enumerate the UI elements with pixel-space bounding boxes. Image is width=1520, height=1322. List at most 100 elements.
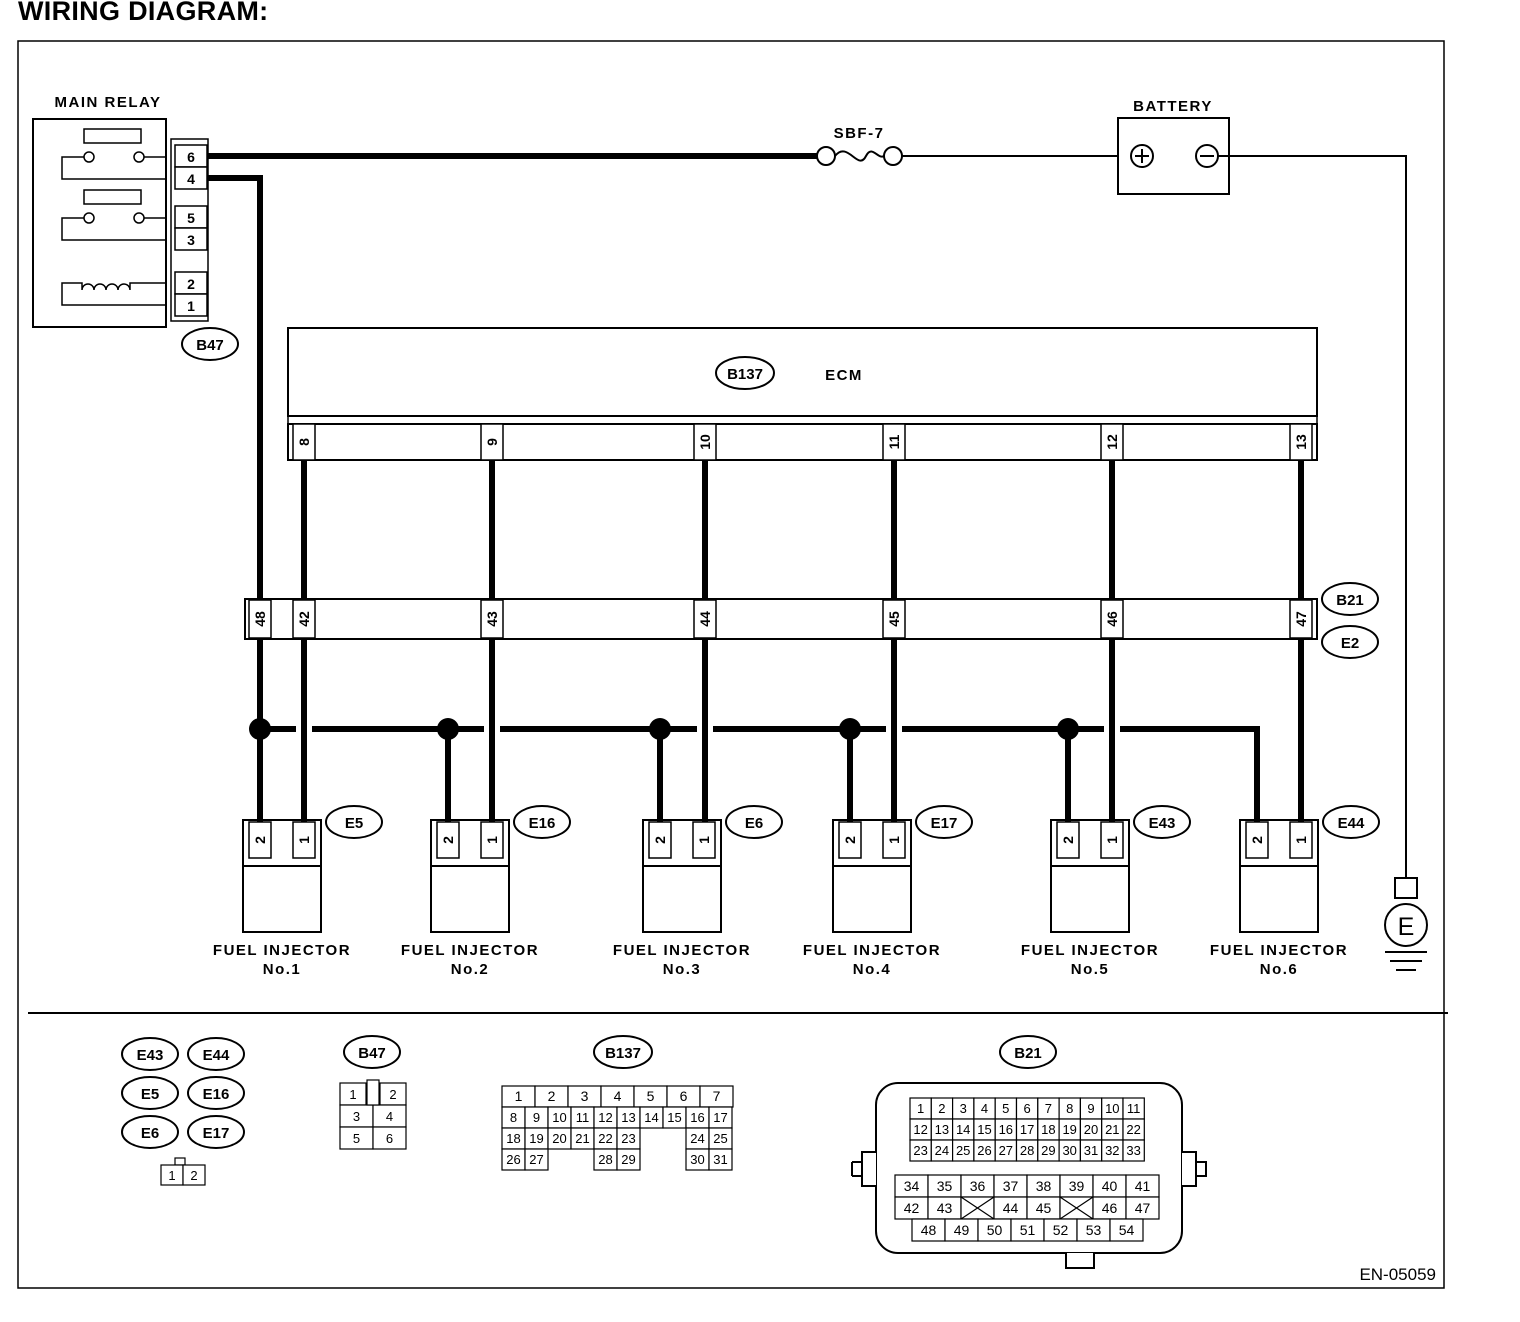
legend-pin-label: 11 [1127,1101,1141,1116]
legend-pin-label: 13 [621,1110,635,1125]
joint-pin-label: 45 [886,611,902,627]
legend-pin-label: 26 [506,1152,520,1167]
legend-pin-label: 27 [529,1152,543,1167]
joint-connector: B21 E2 [244,582,1379,659]
injector-body [430,865,510,933]
legend-pin-label: 29 [1041,1143,1055,1158]
relay-pin: 5 [187,210,195,226]
legend-pin-label: 6 [680,1088,688,1104]
legend-pin-label: 24 [935,1143,949,1158]
joint-tag-e2: E2 [1341,635,1359,652]
legend-pin-label: 7 [1045,1101,1052,1116]
legend-pin-label: 14 [644,1110,658,1125]
injector-name: FUEL INJECTOR [401,942,539,959]
legend-pin-label: 12 [598,1110,612,1125]
figure-code: EN-05059 [1359,1265,1436,1284]
legend-pin-label: 22 [598,1131,612,1146]
legend-connector-latch [366,1079,380,1106]
legend-pin-label: 46 [1102,1200,1118,1216]
ecm-pin-box [292,423,316,461]
injector-connector-tag-oval [725,805,783,839]
legend-tag-oval [999,1035,1057,1069]
legend-pin-label: 19 [529,1131,543,1146]
joint-pin-label: 43 [484,611,500,627]
main-relay: MAIN RELAY 6 4 5 3 2 1 B47 [32,94,239,361]
legend-pin-label: 27 [999,1143,1013,1158]
legend-pin-label: 9 [1087,1101,1094,1116]
legend-pin-label: 13 [935,1122,949,1137]
joint-pin-label: 44 [697,611,713,627]
legend-injector-tag: E43 [137,1047,164,1064]
ecm-to-joint-wires [301,460,1304,600]
relay-pin: 3 [187,232,195,248]
legend-injector-tag: E17 [203,1125,230,1142]
legend-pin-label: 18 [506,1131,520,1146]
injector-pin-label: 1 [1293,836,1309,844]
ecm-pin-label: 11 [886,434,902,449]
legend-pin-label: 31 [1084,1143,1098,1158]
legend-pin-label: 42 [904,1200,920,1216]
legend-pin-label: 5 [647,1088,655,1104]
injector-pin-box [1289,821,1313,859]
injector-pin-label: 2 [1060,836,1076,844]
ecm-pin-box [693,423,717,461]
legend-pin-label: 28 [1020,1143,1034,1158]
injector-connector-tag-oval [1322,805,1380,839]
legend-pin-label: 20 [552,1131,566,1146]
ecm-pin-box [882,423,906,461]
legend-pin-label: 2 [389,1087,396,1102]
ground-label: E [1398,913,1415,941]
injector-pin-box [248,821,272,859]
legend-pin-label: 1 [917,1101,924,1116]
injector-connector-tag: E6 [745,815,763,832]
fuse-label: SBF-7 [834,125,885,142]
injector-body [1239,865,1319,933]
legend-pin-label: 38 [1036,1178,1052,1194]
injector-name: FUEL INJECTOR [613,942,751,959]
joint-to-injector-wires [257,639,1304,822]
battery: BATTERY [1117,98,1230,195]
injector-body [242,865,322,933]
legend-pin-label: 47 [1135,1200,1151,1216]
injector-body [832,865,912,933]
legend-pin-label: 5 [1002,1101,1009,1116]
legend-pin-label: 6 [386,1131,393,1146]
ecm-label: ECM [825,367,863,384]
legend-pin-label: 4 [981,1101,988,1116]
legend-pin-label: 6 [1023,1101,1030,1116]
legend-pin-label: 52 [1053,1222,1069,1238]
legend-pin-label: 15 [667,1110,681,1125]
legend-tag-oval [121,1115,179,1149]
joint-pin-label: 42 [296,611,312,627]
legend-pin-label: 10 [552,1110,566,1125]
ground-symbol: E [1384,877,1428,971]
legend-pin-label: 32 [1105,1143,1119,1158]
injector-pin-box [838,821,862,859]
relay-pin: 6 [187,149,195,165]
legend-pin-cell [616,1148,641,1171]
legend-pin-label: 35 [937,1178,953,1194]
legend-pin-label: 9 [533,1110,540,1125]
legend-tag-oval [187,1076,245,1110]
legend-pin-label: 16 [690,1110,704,1125]
bus-junctions [249,718,1079,740]
legend-pin-label: 43 [937,1200,953,1216]
legend-b21-tag: B21 [1014,1045,1042,1062]
diagram-frame [17,40,1445,1289]
legend-pin-label: 50 [987,1222,1003,1238]
legend-empty-cavity [1059,1196,1094,1220]
legend-pin-label: 25 [956,1143,970,1158]
legend-pin-label: 16 [999,1122,1013,1137]
legend-pin-label: 11 [576,1110,590,1125]
legend-pin-cell [182,1164,206,1186]
joint-pin-label: 48 [252,611,268,627]
joint-tag-b21: B21 [1336,592,1364,609]
legend-pin-label: 1 [168,1168,175,1183]
relay-pin: 2 [187,276,195,292]
injector-pin-label: 2 [842,836,858,844]
legend-tag-oval [593,1035,653,1069]
legend-tag-oval [121,1037,179,1071]
legend-pin-label: 31 [713,1152,727,1167]
legend-pin-cell [1122,1139,1145,1162]
